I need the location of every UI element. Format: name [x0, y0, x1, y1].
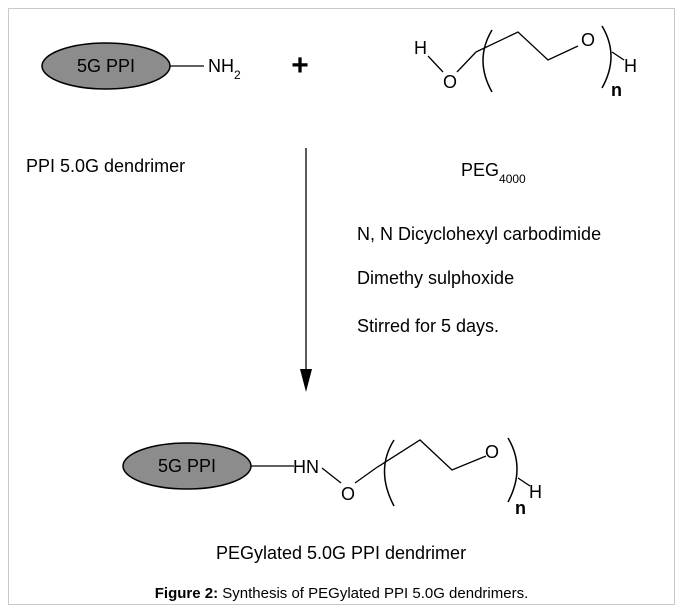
repeat-n: n: [611, 80, 622, 100]
bond-line: [321, 467, 342, 484]
product-o-right: O: [485, 442, 499, 462]
reactant1-name: PPI 5.0G dendrimer: [26, 156, 185, 176]
figure-frame: [8, 8, 675, 605]
bond-line: [611, 51, 625, 61]
condition-solvent: Dimethy sulphoxide: [357, 268, 514, 288]
figure-caption: Figure 2: Synthesis of PEGylated PPI 5.0…: [0, 585, 683, 602]
repeat-bracket-right: [507, 437, 518, 503]
product-name: PEGylated 5.0G PPI dendrimer: [216, 543, 466, 563]
product-hn: HN: [293, 457, 319, 477]
plus-sign: +: [291, 49, 309, 82]
peg-chain: [475, 31, 579, 61]
bond-line: [517, 477, 531, 487]
caption-label: Figure 2:: [154, 585, 219, 602]
ppi-core-label: 5G PPI: [77, 56, 135, 76]
repeat-n: n: [515, 498, 526, 518]
bond-line: [456, 51, 477, 73]
repeat-bracket-right: [601, 25, 612, 89]
product-h-right: H: [529, 482, 542, 502]
peg-o-right: O: [581, 30, 595, 50]
product-core-label: 5G PPI: [158, 456, 216, 476]
product-o-left: O: [341, 484, 355, 504]
peg-h-left: H: [414, 38, 427, 58]
amine-group: NH2: [208, 56, 241, 82]
repeat-bracket-left: [383, 439, 395, 507]
caption-text: Synthesis of PEGylated PPI 5.0G dendrime…: [218, 585, 529, 602]
peg-h-right: H: [624, 56, 637, 76]
reaction-arrow-head: [300, 369, 312, 392]
condition-time: Stirred for 5 days.: [357, 316, 499, 336]
reactant2-name: PEG4000: [461, 160, 526, 186]
peg-o-left: O: [443, 72, 457, 92]
product-peg-chain: [375, 439, 487, 471]
bond-line: [427, 55, 444, 73]
bond-line: [354, 467, 377, 484]
condition-reagent: N, N Dicyclohexyl carbodimide: [357, 224, 601, 244]
repeat-bracket-left: [482, 29, 493, 93]
